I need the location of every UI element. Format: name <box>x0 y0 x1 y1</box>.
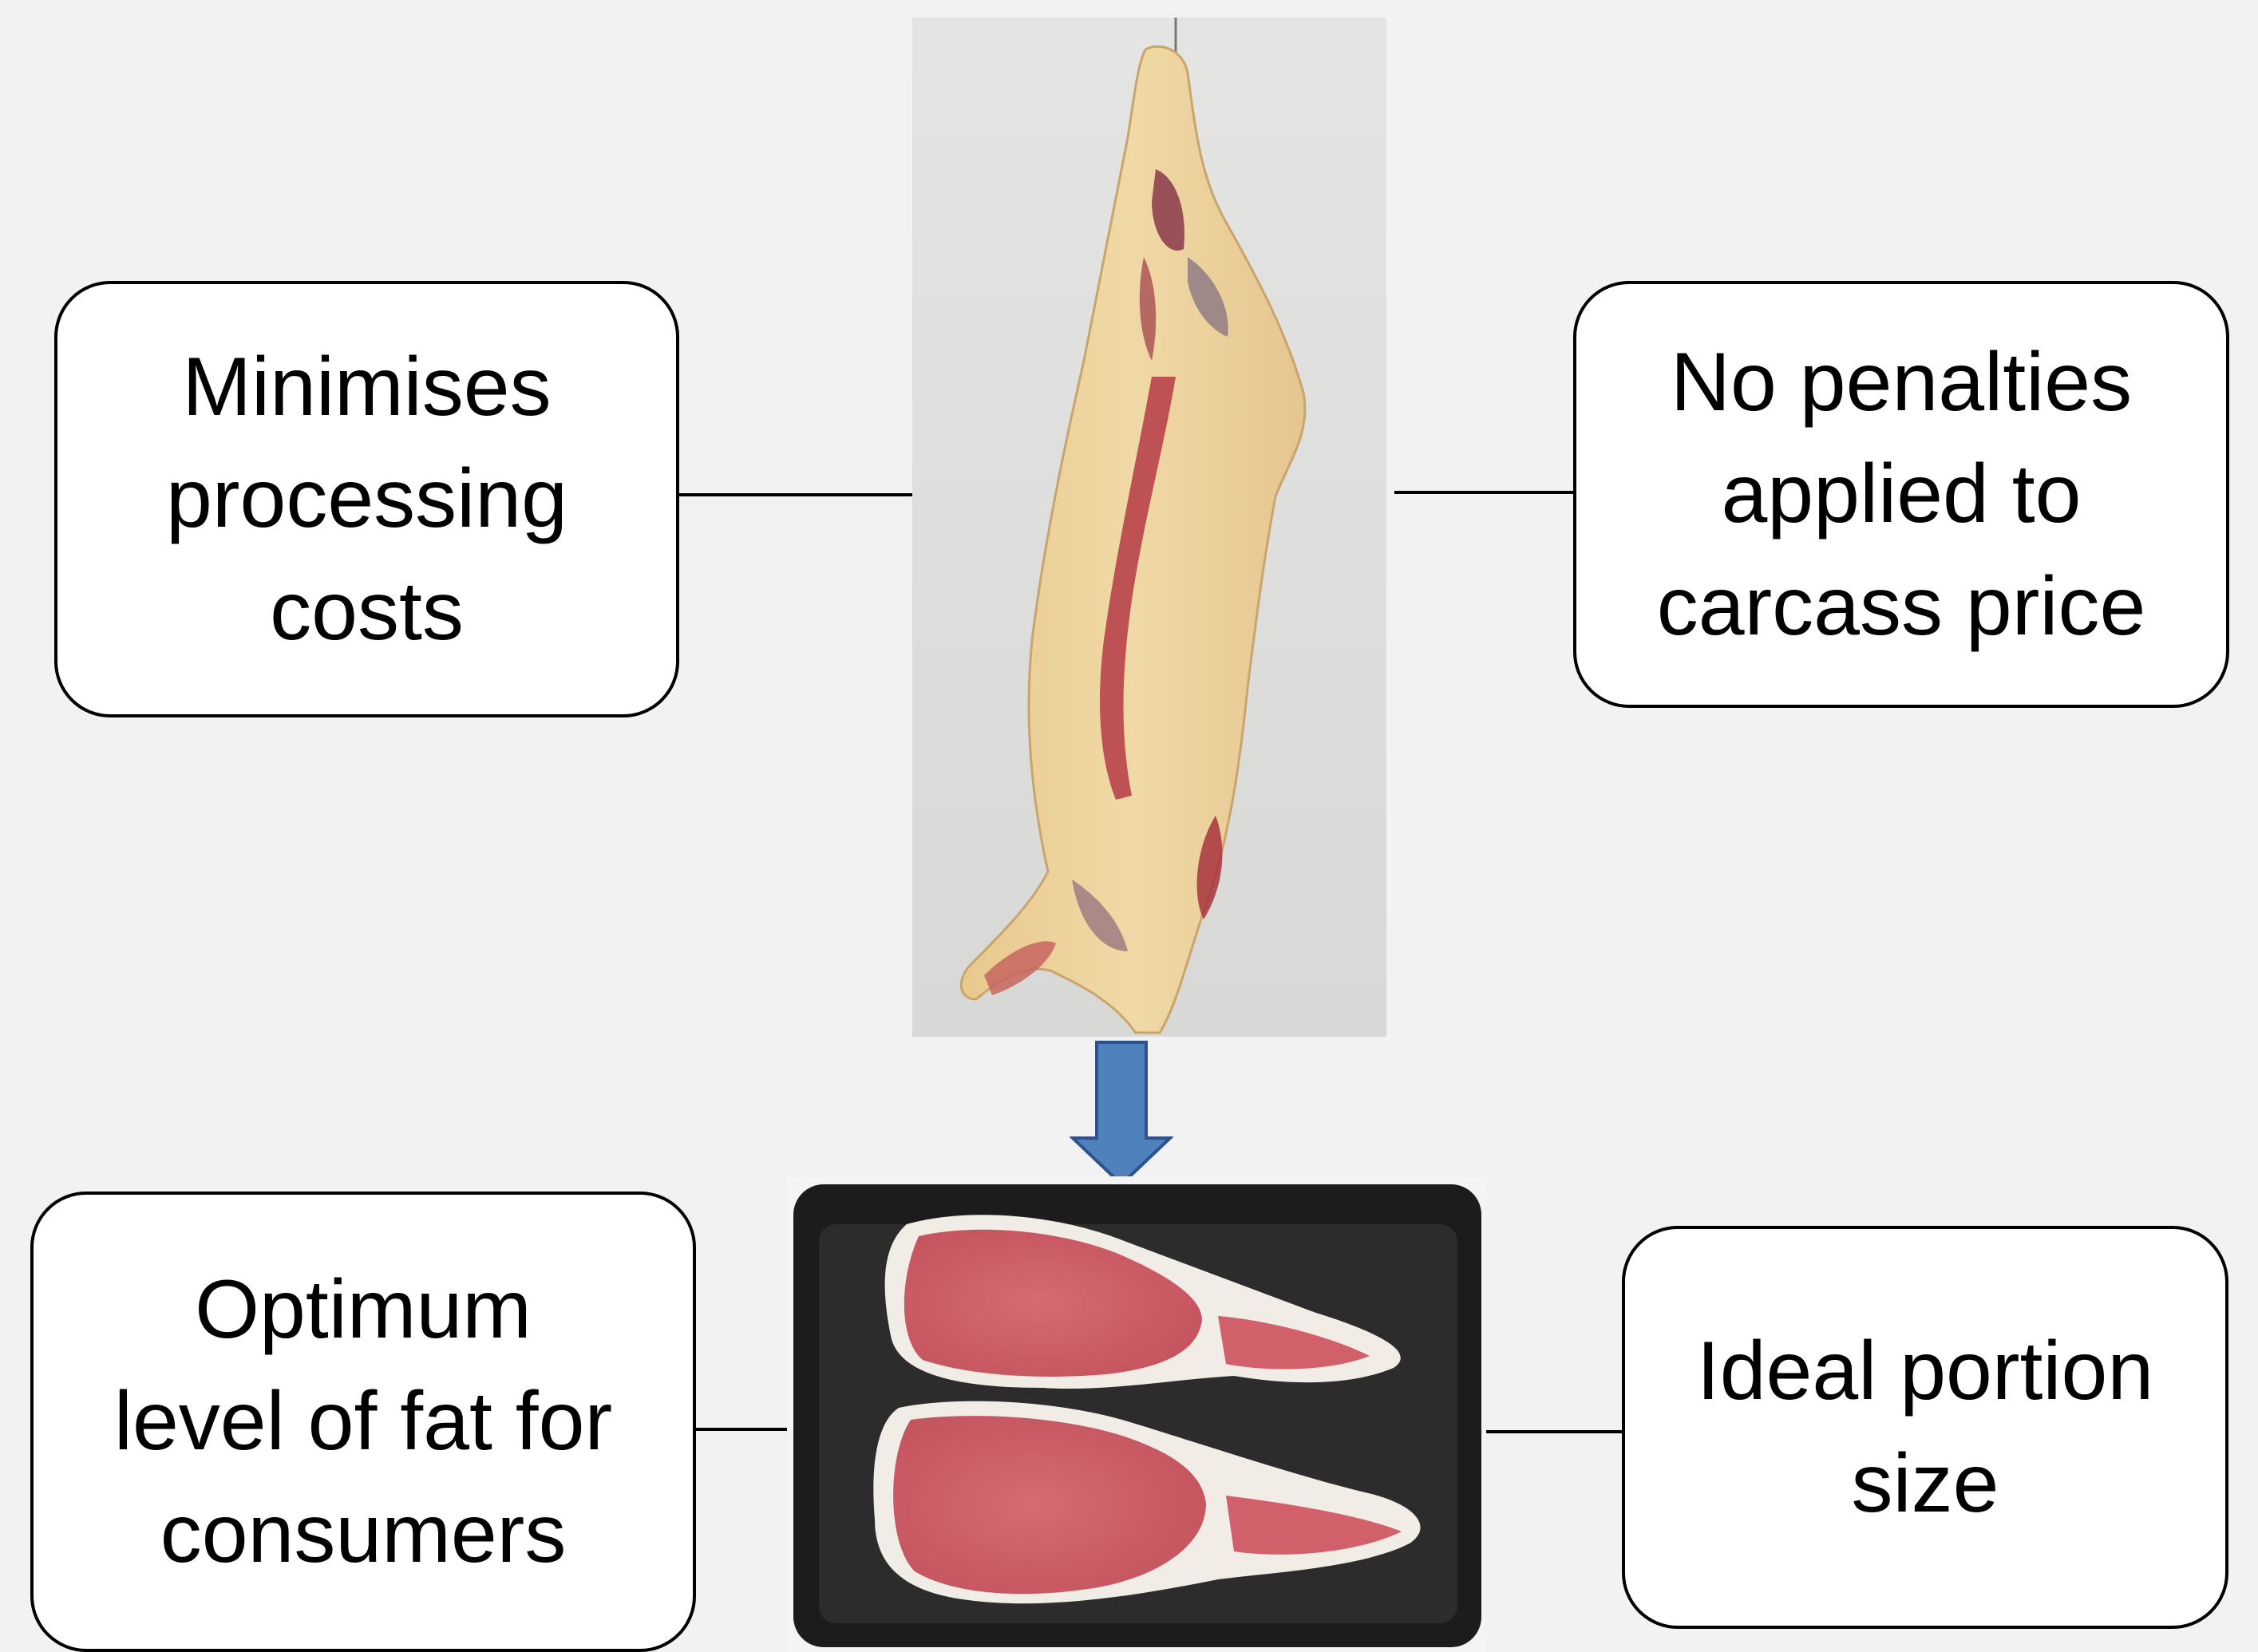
box-no-penalties: No penalties applied to carcass price <box>1573 281 2229 708</box>
connector-line-bottom-left <box>696 1428 787 1431</box>
connector-line-bottom-right <box>1486 1430 1622 1433</box>
connector-line-top-left <box>679 493 912 496</box>
box-ideal-portion-size: Ideal portion size <box>1622 1226 2228 1629</box>
steaks-tray-image <box>787 1176 1486 1652</box>
box-minimises-processing-costs: Minimises processing costs <box>54 281 679 717</box>
box-optimum-fat-level: Optimum level of fat for consumers <box>30 1192 696 1652</box>
down-arrow-icon <box>1070 1039 1173 1188</box>
beef-carcass-image <box>912 18 1386 1037</box>
connector-line-top-right <box>1394 491 1573 494</box>
